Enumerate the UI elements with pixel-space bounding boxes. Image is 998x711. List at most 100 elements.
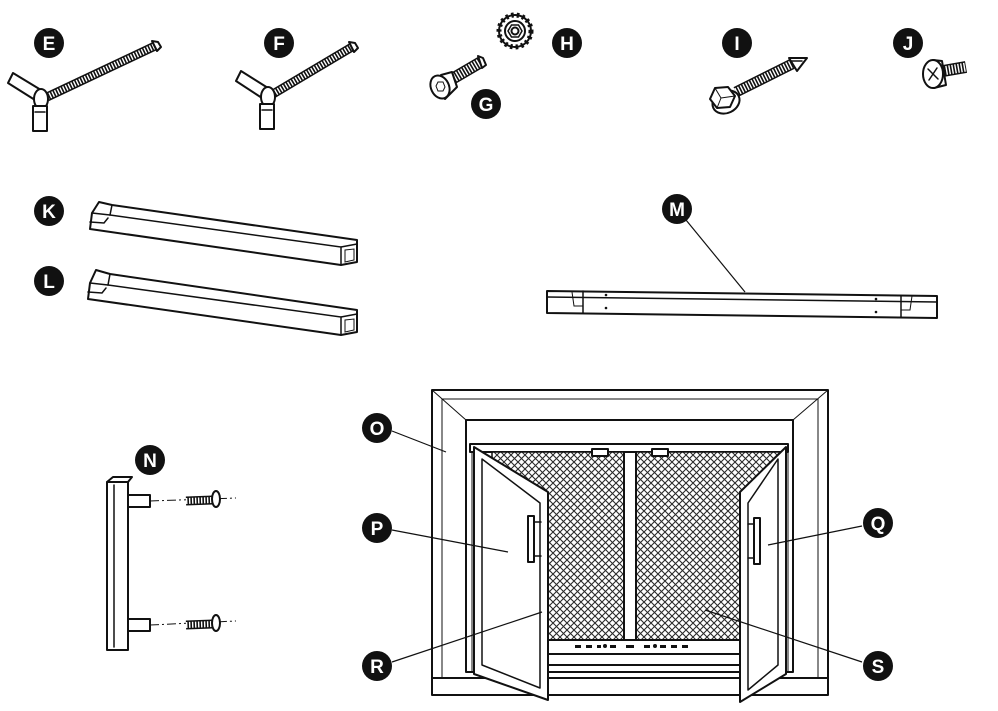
badge-circle-h bbox=[552, 28, 582, 58]
thumb-screw-e-tip bbox=[151, 40, 162, 52]
mesh-clip-left bbox=[591, 448, 609, 457]
screw-g-socket bbox=[435, 81, 446, 92]
vent-slot-2 bbox=[586, 645, 592, 648]
badge-letter-l: L bbox=[43, 272, 55, 293]
vent-slot-3 bbox=[597, 645, 601, 648]
channel-l-top-edge bbox=[107, 273, 342, 336]
frame-inner-trim bbox=[441, 398, 819, 678]
handle-n-centerline-bottom bbox=[149, 620, 237, 626]
nut-h-teeth bbox=[496, 12, 534, 50]
left-door-glass bbox=[481, 458, 541, 689]
leader-line-p bbox=[391, 529, 509, 553]
part-p-left-door bbox=[473, 446, 549, 701]
leader-line-o bbox=[391, 430, 447, 453]
screw-i-hex-edge-1 bbox=[716, 97, 722, 109]
part-g-flat-head-screw bbox=[429, 55, 487, 100]
part-q-right-door bbox=[739, 446, 787, 703]
channel-l-end-edge bbox=[340, 313, 358, 318]
screw-i-hex-edge-2 bbox=[714, 87, 722, 99]
handle-n-screw-bottom-head bbox=[211, 614, 221, 632]
badge-letter-p: P bbox=[371, 519, 384, 540]
mesh-center-mullion bbox=[623, 451, 637, 641]
badge-circle-m bbox=[662, 194, 692, 224]
bar-m-hole-4 bbox=[874, 310, 878, 314]
badge-letter-i: I bbox=[734, 34, 739, 55]
part-f-thumb-screw bbox=[235, 41, 359, 130]
handle-n-centerline-top bbox=[149, 497, 237, 502]
badge-circle-k bbox=[34, 196, 64, 226]
badge-letter-n: N bbox=[143, 451, 157, 472]
part-i-hex-screw bbox=[709, 57, 808, 115]
label-badge-r: R bbox=[362, 651, 392, 681]
label-badge-l: L bbox=[34, 266, 64, 296]
label-badge-m: M bbox=[662, 194, 692, 224]
label-badge-f: F bbox=[264, 28, 294, 58]
bar-m-hole-3 bbox=[874, 297, 878, 301]
handle-n-bar bbox=[106, 481, 129, 651]
vent-knob-2 bbox=[653, 644, 657, 648]
bar-m-hole-1 bbox=[604, 293, 608, 297]
vent-slot-7 bbox=[660, 645, 666, 648]
badge-letter-k: K bbox=[42, 202, 56, 223]
handle-n-standoff-top bbox=[127, 494, 151, 508]
screw-g-end bbox=[477, 55, 487, 69]
left-door-handle bbox=[527, 515, 535, 563]
label-badge-j: J bbox=[893, 28, 923, 58]
badge-circle-e bbox=[34, 28, 64, 58]
damper-lower-strip bbox=[547, 653, 741, 666]
badge-circle-l bbox=[34, 266, 64, 296]
badge-circle-j bbox=[893, 28, 923, 58]
label-badge-s: S bbox=[863, 651, 893, 681]
handle-n-standoff-bottom bbox=[127, 618, 151, 632]
screw-j-cross-2 bbox=[928, 67, 938, 81]
badge-circle-f bbox=[264, 28, 294, 58]
part-h-lock-nut bbox=[496, 12, 534, 50]
vent-slot-5 bbox=[626, 645, 634, 648]
label-badge-e: E bbox=[34, 28, 64, 58]
mesh-clip-right bbox=[651, 448, 669, 457]
bar-m-cap-left-notch bbox=[571, 291, 583, 307]
vent-slot-4 bbox=[610, 645, 616, 648]
label-badge-g: G bbox=[471, 89, 501, 119]
vent-knob-1 bbox=[603, 644, 607, 648]
label-badge-i: I bbox=[722, 28, 752, 58]
channel-k-body bbox=[89, 201, 358, 266]
thumb-screw-f-tab bbox=[259, 103, 275, 130]
vent-slot-8 bbox=[671, 645, 677, 648]
badge-letter-o: O bbox=[370, 419, 385, 440]
frame-bevel-top-right bbox=[792, 389, 829, 421]
bar-m-cap-right-notch bbox=[901, 295, 913, 311]
badge-letter-e: E bbox=[43, 34, 56, 55]
screw-i-threads bbox=[734, 60, 794, 96]
label-badge-q: Q bbox=[863, 508, 893, 538]
right-door-handle bbox=[753, 517, 761, 565]
badge-letter-g: G bbox=[479, 95, 494, 116]
leader-line-q bbox=[767, 525, 863, 546]
part-n-handle bbox=[106, 476, 237, 651]
badge-letter-q: Q bbox=[871, 514, 886, 535]
thumb-screw-f-tip bbox=[348, 41, 359, 53]
channel-k-end-edge bbox=[340, 243, 358, 248]
badge-circle-q bbox=[863, 508, 893, 538]
badge-letter-s: S bbox=[872, 657, 885, 678]
part-e-thumb-screw bbox=[7, 40, 162, 132]
badge-letter-h: H bbox=[560, 34, 574, 55]
nut-h-hex bbox=[507, 24, 523, 38]
handle-n-screw-bottom-shaft bbox=[185, 619, 214, 630]
badge-circle-g bbox=[471, 89, 501, 119]
leader-lines bbox=[391, 208, 863, 663]
badge-letter-f: F bbox=[273, 34, 285, 55]
channel-l-flare bbox=[87, 282, 109, 294]
leader-line-m bbox=[676, 208, 746, 293]
part-m-bar bbox=[546, 290, 938, 319]
screw-i-hex-edge-3 bbox=[720, 95, 736, 99]
vent-slot-6 bbox=[644, 645, 650, 648]
screw-g-head bbox=[429, 74, 451, 100]
leader-line-r bbox=[391, 611, 543, 663]
part-j-pan-head-screw bbox=[922, 59, 968, 89]
bar-m-hole-2 bbox=[604, 306, 608, 310]
part-l-channel bbox=[87, 269, 358, 336]
label-badge-o: O bbox=[362, 413, 392, 443]
badge-circle-n bbox=[135, 445, 165, 475]
